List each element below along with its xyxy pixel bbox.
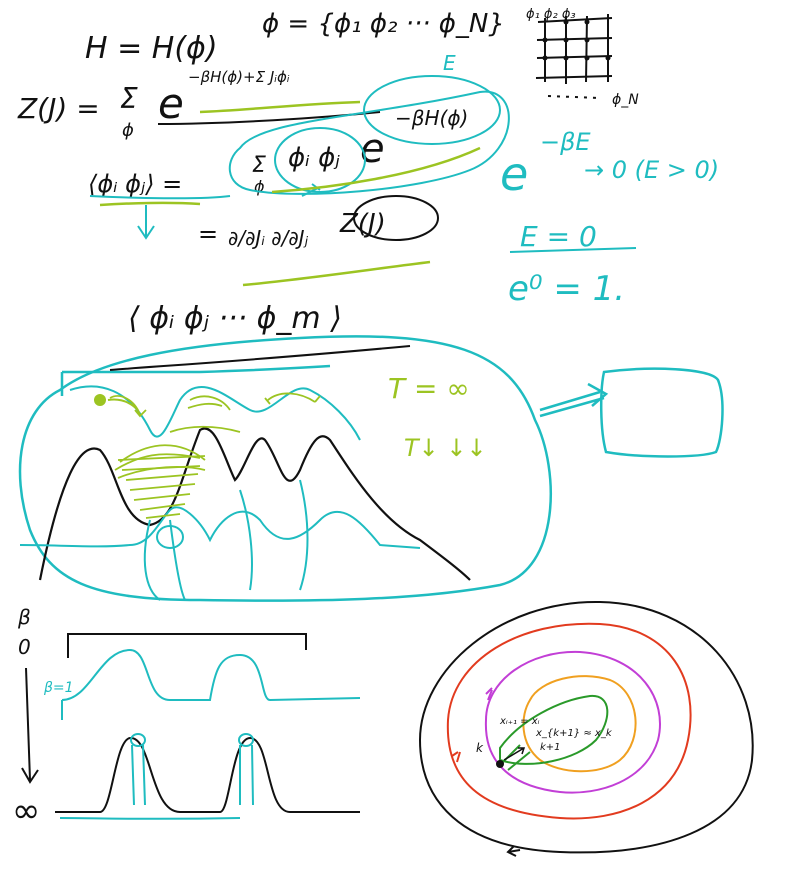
limit-base: e <box>500 147 528 201</box>
start-dot <box>94 394 106 406</box>
limit-result: → 0 (E > 0) <box>584 156 719 184</box>
lattice-top-labels: ϕ₁ ϕ₂ ϕ₃ <box>526 7 576 22</box>
correlator-sum-index: ϕ <box>254 177 265 196</box>
beta-bracket <box>67 633 307 658</box>
beta-infinity-label: ∞ <box>12 791 40 831</box>
lattice-grid <box>535 14 613 99</box>
derivative-eq: = <box>198 220 218 248</box>
step-arrow <box>503 747 526 761</box>
lime-correlator-underlines <box>99 146 481 287</box>
contour-label-2: x_{k+1} ≈ x_k <box>535 728 613 739</box>
bubble-top-line <box>109 345 411 371</box>
contour-start-point <box>496 760 504 768</box>
contour-magenta <box>484 650 661 794</box>
zero-energy-bottom: e⁰ = 1. <box>508 269 625 309</box>
zero-energy-top: E = 0 <box>520 220 597 253</box>
temperature-high: T = ∞ <box>388 372 470 405</box>
beta-axis-label: β <box>17 605 31 629</box>
lattice-bottom-label: ϕ_N <box>612 92 639 108</box>
beta-infinity-peaks-cyan <box>59 733 254 820</box>
correlator-fields: ϕᵢ ϕⱼ <box>288 143 340 173</box>
contour-step-labels: xᵢ₊₁ = xᵢ x_{k+1} ≈ x_k k+1 k <box>476 716 613 768</box>
z-circle <box>353 195 439 241</box>
contour-red <box>446 622 692 820</box>
contour-map <box>418 600 754 857</box>
beta-one-curve <box>61 648 361 720</box>
beta-infinity-curve <box>55 736 360 813</box>
contour-label-4: k <box>476 741 484 755</box>
multi-point-correlator: ⟨ ϕᵢ ϕⱼ ··· ϕ_m ⟩ <box>128 301 342 336</box>
boltzmann-limit: e −βE → 0 (E > 0) <box>500 128 719 201</box>
cyan-landscape-wiggles <box>19 385 421 601</box>
partition-sum-index: ϕ <box>122 120 134 141</box>
partition-sum: Σ <box>120 82 138 115</box>
output-box <box>599 367 724 458</box>
partition-lhs: Z(J) = <box>17 92 100 125</box>
correlator-sum: Σ <box>252 153 266 178</box>
contour-green <box>499 694 609 765</box>
limit-arg: −βE <box>540 128 591 156</box>
landscape-bubble <box>18 335 724 602</box>
zero-energy-case: E = 0 e⁰ = 1. <box>508 220 637 309</box>
beta-axis: β 0 ∞ <box>12 605 40 831</box>
field-set-text: ϕ = {ϕ₁ ϕ₂ ··· ϕ_N} <box>262 9 505 39</box>
partition-exp-base: e <box>158 79 184 128</box>
boltzmann-arg: −βH(ϕ) <box>395 106 468 130</box>
correlator-lhs: ⟨ϕᵢ ϕⱼ⟩ = <box>88 170 182 198</box>
zero-energy-bar <box>509 247 637 253</box>
partition-exp-arg: −βH(ϕ)+Σ Jᵢϕᵢ <box>188 68 290 86</box>
contour-label-1: xᵢ₊₁ = xᵢ <box>499 716 540 727</box>
derivative-target: Z(J) <box>339 209 386 239</box>
beta-arrow <box>21 667 39 784</box>
temperature-decrease: T↓ ↓↓ <box>404 434 487 462</box>
derivative-expression: = ∂/∂Jᵢ ∂/∂Jⱼ Z(J) <box>198 195 439 250</box>
lime-valley-hatching <box>109 392 321 519</box>
contour-label-3: k+1 <box>540 742 561 753</box>
partition-underline <box>199 100 361 114</box>
beta-zero-label: 0 <box>18 635 31 659</box>
hamiltonian-definition: H = H(ϕ) <box>85 31 218 66</box>
energy-label: E <box>443 51 456 75</box>
derivative-operator: ∂/∂Jᵢ ∂/∂Jⱼ <box>228 226 309 250</box>
energy-landscape-curve <box>38 427 471 581</box>
contour-orange <box>522 675 637 773</box>
hamiltonian-text: H = H(ϕ) <box>85 31 218 66</box>
two-point-correlator: ⟨ϕᵢ ϕⱼ⟩ = Σ ϕ ϕᵢ ϕⱼ e −βH(ϕ) E <box>88 51 468 198</box>
start-arrow <box>107 398 139 411</box>
beta-one-label: β=1 <box>43 680 74 696</box>
contour-outer-black <box>418 600 754 854</box>
field-set-definition: ϕ = {ϕ₁ ϕ₂ ··· ϕ_N} <box>262 9 505 39</box>
